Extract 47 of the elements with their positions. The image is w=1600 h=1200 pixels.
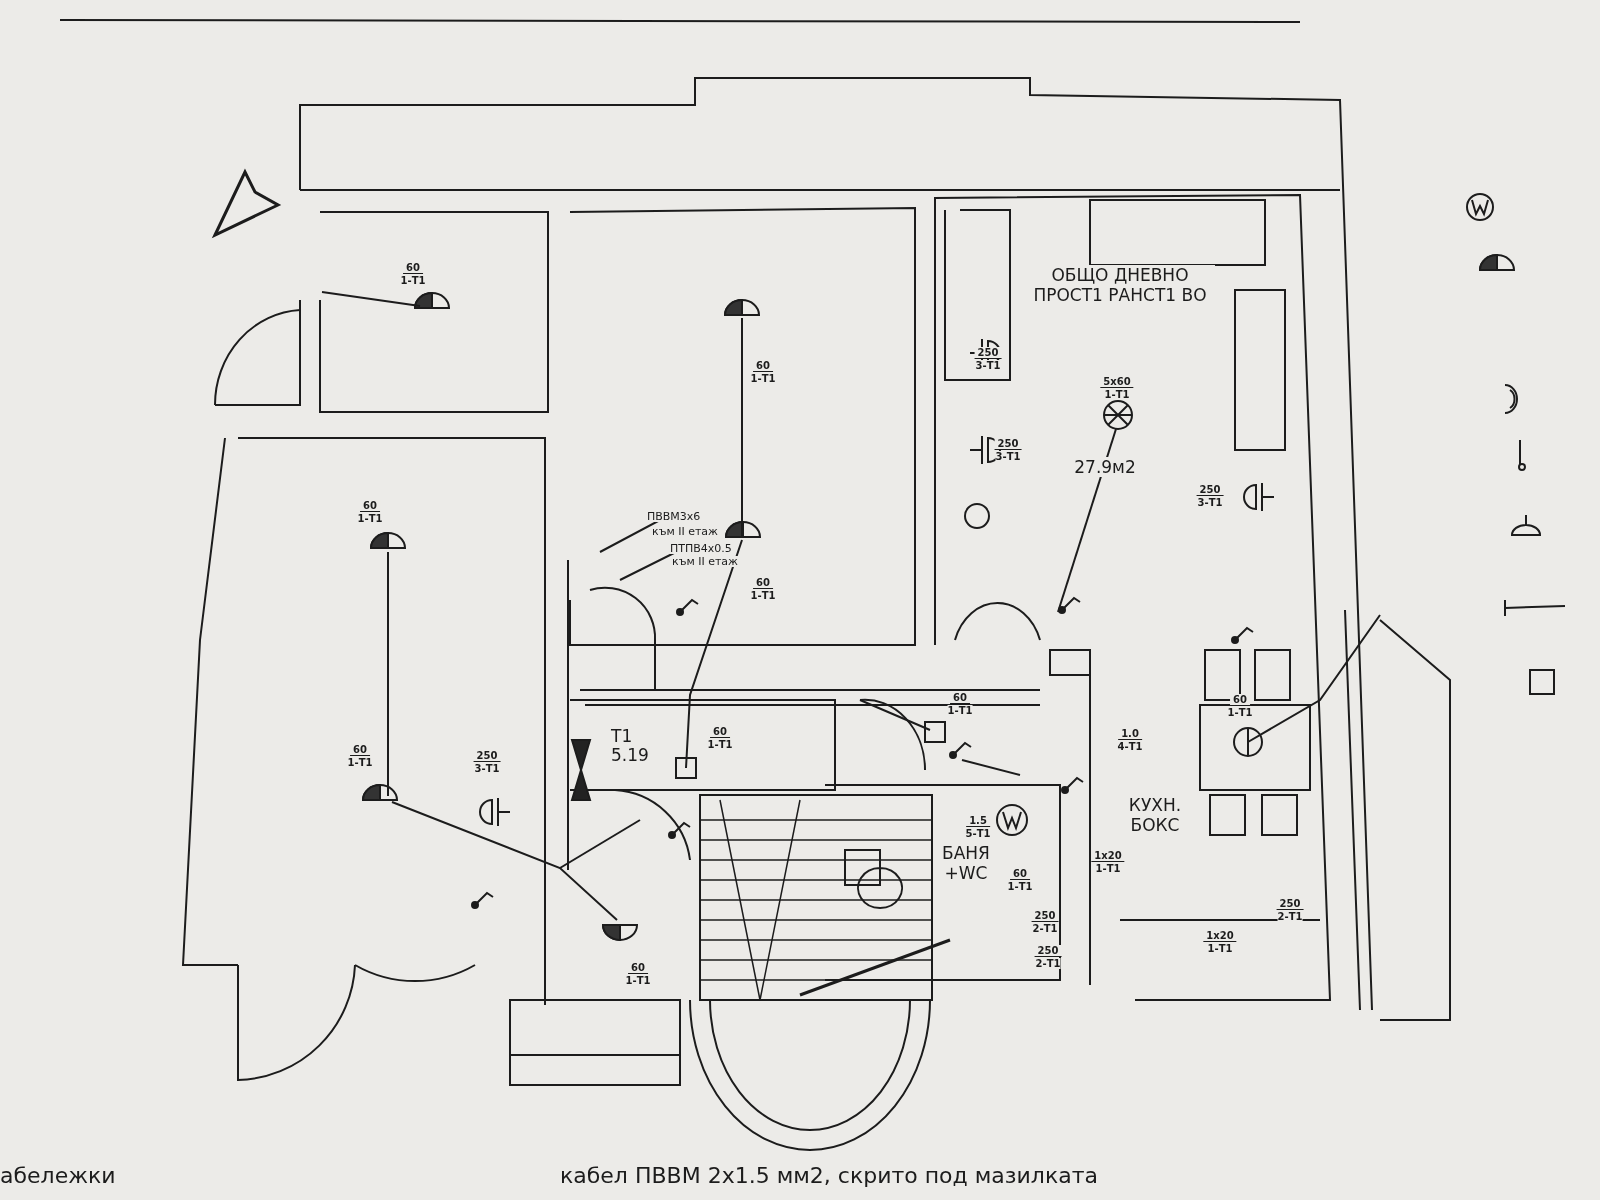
cable-note: ПТПВ4х0.5 xyxy=(670,543,732,554)
load-value: 60 xyxy=(1230,694,1250,706)
circuit-label: 2-Т1 xyxy=(1032,923,1058,934)
circuit-label: 3-Т1 xyxy=(1197,497,1223,508)
load-value: 250 xyxy=(473,750,501,762)
load-value: 250 xyxy=(1196,484,1224,496)
circuit-label: 3-Т1 xyxy=(474,763,500,774)
cable-note: към II етаж xyxy=(652,526,719,537)
load-value: 250 xyxy=(1031,910,1059,922)
circuit-label: 1-Т1 xyxy=(357,513,383,524)
load-value: 250 xyxy=(974,347,1002,359)
circuit-label: 1-Т1 xyxy=(1104,389,1130,400)
load-value: 250 xyxy=(1276,898,1304,910)
cable-note: към II етаж xyxy=(672,556,739,567)
load-value: 1х20 xyxy=(1091,850,1125,862)
load-value: 1х20 xyxy=(1203,930,1237,942)
load-value: 60 xyxy=(350,744,370,756)
circuit-label: 1-Т1 xyxy=(1227,707,1253,718)
load-value: 5х60 xyxy=(1100,376,1134,388)
load-value: 250 xyxy=(1034,945,1062,957)
circuit-label: 1-Т1 xyxy=(625,975,651,986)
circuit-label: 1-Т1 xyxy=(1007,881,1033,892)
circuit-label: 1-Т1 xyxy=(1207,943,1233,954)
load-value: 60 xyxy=(950,692,970,704)
load-value: 60 xyxy=(1010,868,1030,880)
cable-note: ПВВМ3х6 xyxy=(647,511,701,522)
load-value: 60 xyxy=(360,500,380,512)
load-value: 250 xyxy=(994,438,1022,450)
circuit-label: 1-Т1 xyxy=(707,739,733,750)
circuit-label: 1-Т1 xyxy=(400,275,426,286)
circuit-label: 3-Т1 xyxy=(975,360,1001,371)
circuit-label: 2-Т1 xyxy=(1277,911,1303,922)
circuit-label: 1-Т1 xyxy=(1095,863,1121,874)
circuit-label: 1-Т1 xyxy=(750,373,776,384)
load-value: 60 xyxy=(710,726,730,738)
load-value: 1.5 xyxy=(966,815,990,827)
load-value: 60 xyxy=(628,962,648,974)
load-value: 60 xyxy=(753,577,773,589)
circuit-label: 1-Т1 xyxy=(347,757,373,768)
circuit-label: 4-Т1 xyxy=(1117,741,1143,752)
load-value: 60 xyxy=(753,360,773,372)
circuit-label: 1-Т1 xyxy=(947,705,973,716)
load-value: 1.0 xyxy=(1118,728,1142,740)
note-text: кабел ПВВМ 2х1.5 мм2, скрито под мазилката xyxy=(560,1163,1098,1189)
circuit-label: 2-Т1 xyxy=(1035,958,1061,969)
load-value: 60 xyxy=(403,262,423,274)
circuit-label: 1-Т1 xyxy=(750,590,776,601)
